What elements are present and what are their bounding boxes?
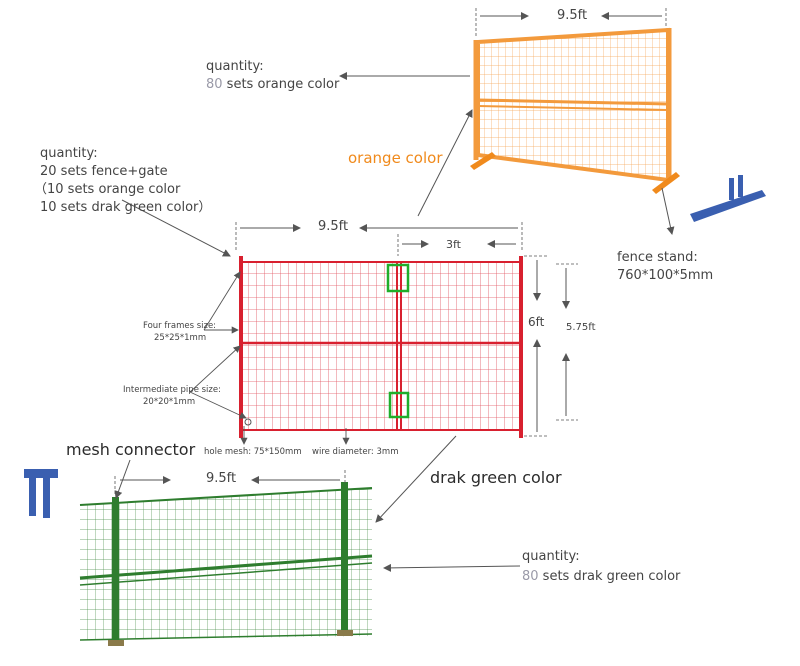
green-quantity-text: sets drak green color: [538, 569, 681, 584]
orange-fence-panel: [470, 27, 680, 194]
mesh-connector-icon: [24, 469, 58, 518]
green-width-label: 9.5ft: [206, 471, 237, 486]
red-quantity-line3: 10 sets drak green color）: [40, 200, 212, 215]
orange-quantity-text: sets orange color: [222, 77, 340, 92]
fence-stand-title: fence stand:: [617, 250, 698, 265]
wire-diameter-label: wire diameter: 3mm: [312, 447, 399, 457]
red-quantity-line1: 20 sets fence+gate: [40, 164, 168, 179]
orange-quantity-title: quantity:: [206, 59, 264, 74]
green-quantity-number: 80: [522, 569, 539, 584]
red-quantity-title: quantity:: [40, 146, 98, 161]
hole-mesh-label: hole mesh: 75*150mm: [204, 447, 302, 457]
orange-quantity-line: 80 sets orange color: [206, 78, 339, 91]
green-quantity-line: 80 sets drak green color: [522, 570, 680, 583]
red-quantity-line2: （10 sets orange color: [34, 182, 181, 197]
orange-width-label: 9.5ft: [557, 8, 588, 23]
green-fence-panel: [79, 482, 373, 646]
frame-size-title: Four frames size:: [143, 321, 217, 331]
pipe-size-title: Intermediate pipe size:: [123, 385, 221, 395]
red-width-label: 9.5ft: [318, 219, 349, 234]
green-color-label: drak green color: [430, 468, 562, 487]
red-mesh-height-label: 5.75ft: [566, 322, 596, 333]
frame-size-value: 25*25*1mm: [154, 333, 207, 343]
orange-quantity-number: 80: [206, 77, 223, 92]
pipe-size-value: 20*20*1mm: [143, 397, 196, 407]
green-quantity-title: quantity:: [522, 549, 580, 564]
fence-stand-icon: [690, 175, 766, 222]
red-height-label: 6ft: [528, 315, 545, 329]
gate-hinge-highlight-top: [386, 263, 410, 293]
red-fence-panel: [239, 256, 523, 438]
red-gate-width-label: 3ft: [446, 238, 461, 251]
fence-stand-size: 760*100*5mm: [617, 268, 714, 283]
orange-color-label: orange color: [348, 149, 443, 167]
gate-hinge-highlight-bottom: [388, 391, 410, 419]
mesh-connector-label: mesh connector: [66, 440, 196, 459]
